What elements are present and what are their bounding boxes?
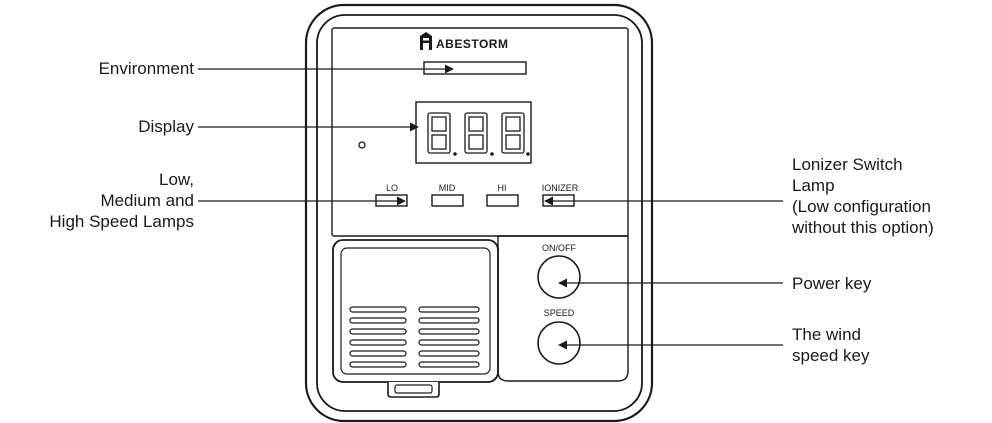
display-frame bbox=[415, 101, 532, 164]
power-key-label: ON/OFF bbox=[542, 243, 576, 253]
cover-latch-slot bbox=[394, 384, 433, 394]
callout-environment: Environment bbox=[99, 58, 194, 79]
callout-speed-lamps: Low, Medium and High Speed Lamps bbox=[49, 169, 194, 232]
callout-display: Display bbox=[138, 116, 194, 137]
callout-wind-speed-key-line2: speed key bbox=[792, 346, 870, 365]
upper-panel bbox=[331, 27, 629, 237]
callout-ionizer-lamp-line2: Lamp bbox=[792, 176, 835, 195]
lamp-label-lo: LO bbox=[386, 183, 398, 193]
callout-speed-lamps-line1: Low, bbox=[159, 170, 194, 189]
callout-display-text: Display bbox=[138, 117, 194, 136]
status-indicator bbox=[358, 141, 366, 149]
speed-key-label: SPEED bbox=[544, 308, 575, 318]
callout-wind-speed-key-line1: The wind bbox=[792, 325, 861, 344]
abestorm-logo-icon bbox=[420, 32, 432, 50]
callout-speed-lamps-line2: Medium and bbox=[100, 191, 194, 210]
speaker-grille bbox=[349, 306, 480, 368]
cover-latch bbox=[387, 382, 440, 398]
callout-environment-text: Environment bbox=[98, 59, 194, 78]
grille-cover-inner bbox=[340, 247, 491, 375]
speed-key[interactable] bbox=[537, 321, 581, 365]
callout-power-key: Power key bbox=[792, 273, 871, 294]
display-digits bbox=[427, 112, 525, 154]
environment-window bbox=[423, 61, 527, 75]
brand-name: ABESTORM bbox=[436, 37, 508, 51]
lamp-label-mid: MID bbox=[439, 183, 456, 193]
callout-ionizer-lamp-line4: without this option) bbox=[792, 218, 934, 237]
lamp-mid bbox=[431, 194, 464, 207]
callout-power-key-text: Power key bbox=[792, 274, 872, 293]
callout-ionizer-lamp: Lonizer Switch Lamp (Low configuration w… bbox=[792, 154, 934, 238]
lamp-label-ionizer: IONIZER bbox=[542, 183, 579, 193]
lamp-hi bbox=[486, 194, 519, 207]
device-outer-shell bbox=[304, 3, 654, 423]
grille-cover-outer bbox=[332, 239, 499, 383]
display-decimal-points bbox=[453, 152, 530, 156]
callout-wind-speed-key: The wind speed key bbox=[792, 324, 870, 366]
callout-speed-lamps-line3: High Speed Lamps bbox=[49, 212, 194, 231]
lamp-label-hi: HI bbox=[498, 183, 507, 193]
device-inner-shell bbox=[316, 14, 643, 412]
callout-ionizer-lamp-line3: (Low configuration bbox=[792, 197, 931, 216]
key-panel bbox=[497, 235, 629, 382]
power-key[interactable] bbox=[537, 255, 581, 299]
callout-ionizer-lamp-line1: Lonizer Switch bbox=[792, 155, 903, 174]
